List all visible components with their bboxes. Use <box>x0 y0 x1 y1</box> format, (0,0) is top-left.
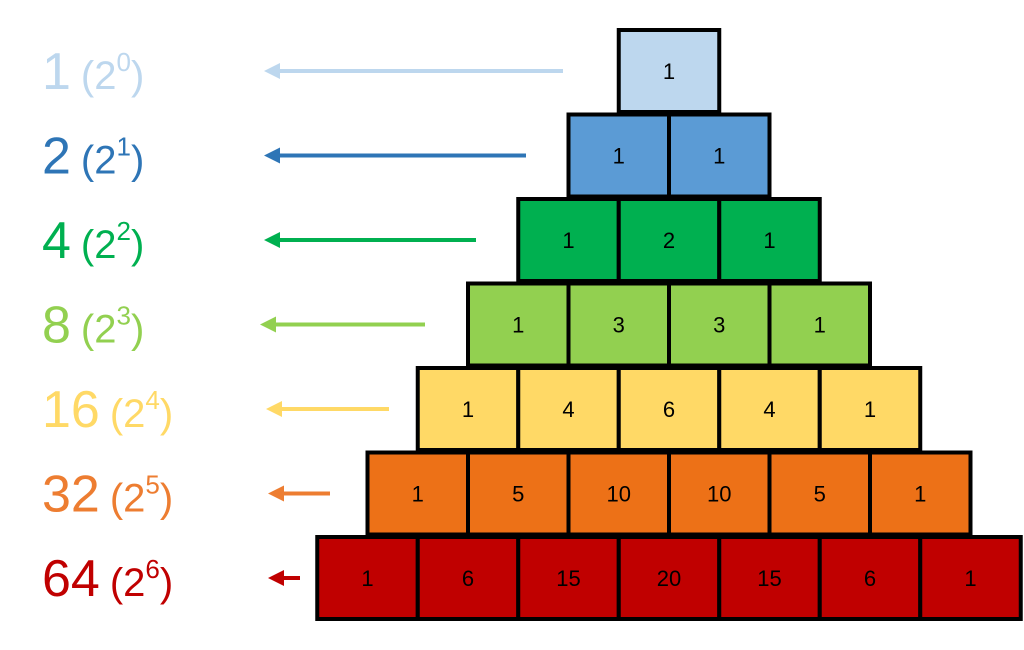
cell-value: 10 <box>607 482 631 507</box>
cell-value: 5 <box>814 482 826 507</box>
cell-value: 1 <box>562 228 574 253</box>
cell-box <box>717 535 822 621</box>
cell-box <box>516 535 621 621</box>
cell-value: 6 <box>663 397 675 422</box>
power-base: 2 <box>94 139 116 183</box>
cell-box <box>516 197 621 283</box>
cell-box <box>817 366 923 452</box>
cell-box <box>767 281 872 368</box>
power-exponent: 5 <box>145 470 159 500</box>
left-arrow-icon <box>264 147 526 164</box>
power-base: 2 <box>94 223 116 267</box>
cell-value: 1 <box>713 144 725 169</box>
row-total-label: 32(25) <box>42 466 173 524</box>
cell-value: 6 <box>462 566 474 591</box>
row-total: 64 <box>42 550 100 608</box>
cell-value: 1 <box>462 397 474 422</box>
cell-box <box>868 450 973 537</box>
cell-box <box>717 197 822 283</box>
cell-box <box>817 535 923 621</box>
row-total: 32 <box>42 466 100 524</box>
left-arrow-icon <box>260 316 425 333</box>
cell-value: 3 <box>713 313 725 338</box>
row-total-label: 64(26) <box>42 550 173 608</box>
cell-value: 10 <box>707 482 731 507</box>
left-arrow-icon <box>266 401 389 417</box>
cell-box <box>667 112 772 199</box>
power-exponent: 2 <box>117 216 131 246</box>
cell-value: 15 <box>757 566 781 591</box>
cell-box <box>415 366 521 452</box>
cell-value: 1 <box>964 566 976 591</box>
cell-value: 20 <box>657 566 681 591</box>
power-exponent: 1 <box>117 132 131 162</box>
row-total-label: 16(24) <box>42 381 173 439</box>
cell-value: 2 <box>663 228 675 253</box>
cell-box <box>516 366 621 452</box>
cell-box <box>365 450 470 537</box>
left-arrow-icon <box>264 63 563 79</box>
row-total: 16 <box>42 381 100 439</box>
pyramid-row-3: 1 3 3 1 <box>466 281 872 368</box>
power-base: 2 <box>123 561 145 605</box>
power-base: 2 <box>94 308 116 352</box>
row-total-label: 4(22) <box>42 212 144 270</box>
left-arrow-icon <box>268 485 330 502</box>
cell-value: 1 <box>512 313 524 338</box>
pyramid-row-6: 1 6 15 20 15 6 1 <box>315 535 1023 621</box>
cell-box <box>616 366 722 452</box>
left-arrow-icon <box>264 232 476 248</box>
row-total: 1 <box>42 43 71 101</box>
cell-value: 1 <box>914 482 926 507</box>
pyramid-row-2: 1 2 1 <box>516 197 822 283</box>
cell-box <box>616 28 722 114</box>
pyramid-row-5: 1 5 10 10 5 1 <box>365 450 973 537</box>
cell-box <box>566 281 671 368</box>
row-total-label: 2(21) <box>42 128 144 186</box>
cell-value: 3 <box>613 313 625 338</box>
cell-box <box>415 535 521 621</box>
power-exponent: 4 <box>145 385 159 415</box>
power-exponent: 0 <box>117 47 131 77</box>
cell-value: 1 <box>361 566 373 591</box>
pyramid-row-4: 1 4 6 4 1 <box>415 366 923 452</box>
power-base: 2 <box>94 54 116 98</box>
cell-value: 1 <box>864 397 876 422</box>
cell-value: 15 <box>556 566 580 591</box>
cell-value: 1 <box>613 144 625 169</box>
cell-value: 5 <box>512 482 524 507</box>
row-total: 2 <box>42 128 71 186</box>
cell-value: 1 <box>763 228 775 253</box>
row-total: 4 <box>42 212 71 270</box>
power-base: 2 <box>123 392 145 436</box>
power-exponent: 3 <box>117 301 131 331</box>
cell-value: 4 <box>562 397 574 422</box>
cell-box <box>918 535 1023 621</box>
cell-value: 1 <box>814 313 826 338</box>
row-total-label: 8(23) <box>42 297 144 355</box>
cell-value: 6 <box>864 566 876 591</box>
pyramid-row-0: 1 <box>616 28 722 114</box>
power-base: 2 <box>123 477 145 521</box>
cell-box <box>566 450 671 537</box>
cell-value: 1 <box>663 59 675 84</box>
left-arrow-icon <box>268 570 300 586</box>
row-total-label: 1(20) <box>42 43 144 101</box>
cell-value: 1 <box>412 482 424 507</box>
cell-box <box>667 450 772 537</box>
row-total: 8 <box>42 297 71 355</box>
cell-box <box>566 112 671 199</box>
power-exponent: 6 <box>145 554 159 584</box>
cell-value: 4 <box>763 397 775 422</box>
